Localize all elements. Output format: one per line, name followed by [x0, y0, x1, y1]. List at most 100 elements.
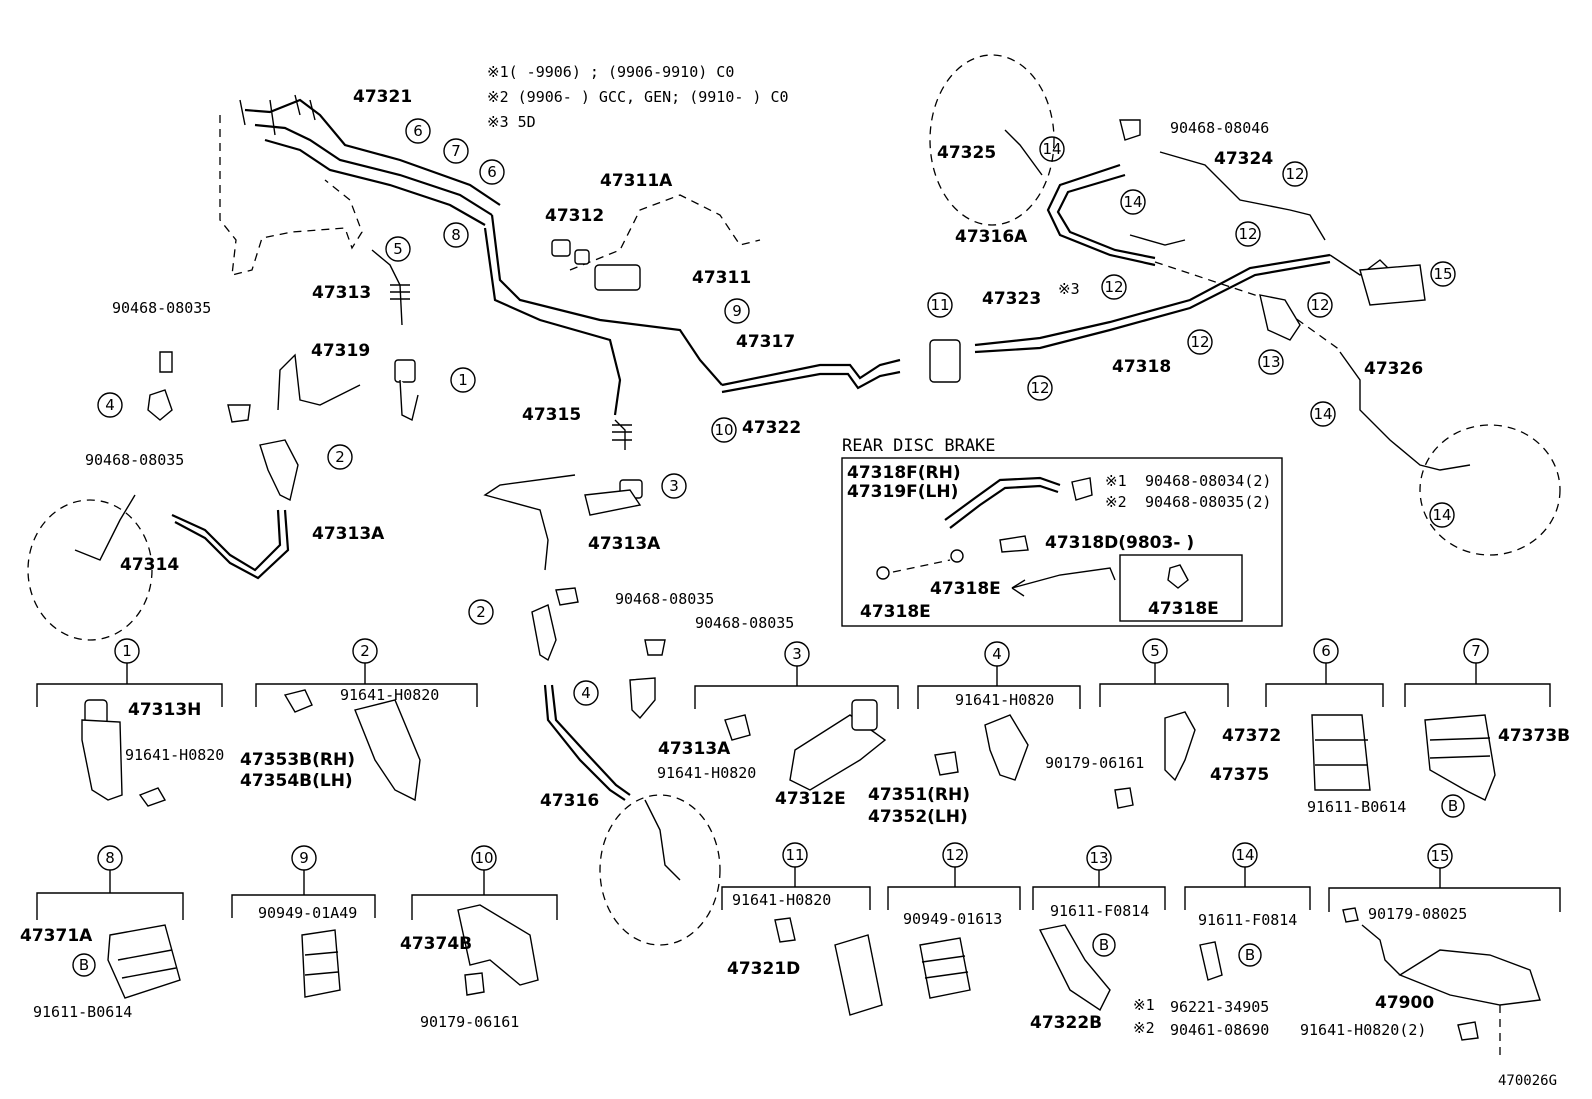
svg-text:7: 7: [1471, 642, 1481, 660]
label-47316: 47316: [540, 791, 599, 811]
callout-7: 7 47373B 91611-B0614 B: [1307, 638, 1570, 818]
callout-14-part-3: 90461-08690: [1170, 1021, 1269, 1039]
ref-circle-5: 5: [385, 236, 411, 262]
svg-text:8: 8: [451, 226, 461, 244]
label-47318: 47318: [1112, 357, 1171, 377]
label-47318E-c: 47318E: [1148, 599, 1219, 619]
callout-4-part-2: 47351(RH): [868, 785, 970, 805]
svg-text:6: 6: [413, 122, 423, 140]
rear-note2: ※2: [1105, 493, 1127, 511]
label-90468-08035-b: 90468-08035: [85, 451, 184, 469]
svg-text:6: 6: [487, 163, 497, 181]
callout-6-part-1: 47372: [1222, 726, 1281, 746]
svg-text:14: 14: [1432, 506, 1451, 524]
callout-15-part-3: 91641-H0820(2): [1300, 1021, 1426, 1039]
ref-circle-1: 1: [450, 367, 476, 393]
label-47318D: 47318D(9803- ): [1045, 533, 1194, 553]
svg-text:2: 2: [360, 642, 370, 660]
svg-text:4: 4: [105, 396, 115, 414]
rear-note1: ※1: [1105, 472, 1127, 490]
ref-circle-6a: 6: [405, 118, 431, 144]
label-47311A: 47311A: [600, 171, 673, 191]
svg-text:6: 6: [1321, 642, 1331, 660]
ref-circle-3: 3: [661, 473, 687, 499]
ref-circle-14b: 14: [1120, 189, 1146, 215]
callout-14: 14 91611-F0814 B ※1 96221-34905 ※2 90461…: [1133, 842, 1311, 1039]
label-47313A-a: 47313A: [312, 524, 385, 544]
ref-circle-4: 4: [97, 392, 123, 418]
ref-circle-11: 11: [927, 292, 953, 318]
svg-text:15: 15: [1433, 265, 1452, 283]
svg-text:12: 12: [1238, 225, 1257, 243]
ref-circle-10: 10: [711, 417, 737, 443]
callout-5-part-2: 47375: [1210, 765, 1269, 785]
label-47311: 47311: [692, 268, 751, 288]
ref-circle-12c: 12: [1101, 274, 1127, 300]
callout-5: 5 90179-06161 47375: [1045, 638, 1269, 809]
callout-1-part-2: 91641-H0820: [125, 746, 224, 764]
callout-3-part-2: 47312E: [775, 789, 846, 809]
svg-text:1: 1: [122, 642, 132, 660]
callout-13-part-1: 91611-F0814: [1050, 902, 1149, 920]
ref-circle-4b: 4: [573, 680, 599, 706]
ref-circle-2: 2: [327, 444, 353, 470]
callout-7-part-2: 91611-B0614: [1307, 798, 1406, 816]
label-47321: 47321: [353, 87, 412, 107]
callout-14-part-1: 91611-F0814: [1198, 911, 1297, 929]
svg-text:9: 9: [732, 302, 742, 320]
svg-text:11: 11: [930, 296, 949, 314]
svg-text:3: 3: [669, 477, 679, 495]
label-47319F: 47319F(LH): [847, 482, 958, 502]
label-47315: 47315: [522, 405, 581, 425]
label-note3: ※3: [1058, 280, 1080, 298]
callout-6: 6 47372: [1222, 638, 1384, 791]
label-47318F: 47318F(RH): [847, 463, 961, 483]
callout-12-part-1: 90949-01613: [903, 910, 1002, 928]
svg-text:15: 15: [1430, 847, 1449, 865]
svg-text:3: 3: [792, 645, 802, 663]
callout-13-part-2: 47322B: [1030, 1013, 1102, 1033]
callout-5-part-1: 90179-06161: [1045, 754, 1144, 772]
callout-8-part-2: 91611-B0614: [33, 1003, 132, 1021]
ref-circle-2b: 2: [468, 599, 494, 625]
label-47318E-b: 47318E: [860, 602, 931, 622]
svg-text:4: 4: [581, 684, 591, 702]
ref-circle-14d: 14: [1429, 502, 1455, 528]
rear-note1-part: 90468-08034(2): [1145, 472, 1271, 490]
callout-10: 10 47374B 90179-06161: [400, 845, 558, 1031]
label-47313: 47313: [312, 283, 371, 303]
callout-11-part-2: 47321D: [727, 959, 800, 979]
ref-circle-12e: 12: [1187, 329, 1213, 355]
label-90468-08046: 90468-08046: [1170, 119, 1269, 137]
svg-text:12: 12: [1285, 165, 1304, 183]
label-47322: 47322: [742, 418, 801, 438]
svg-text:5: 5: [393, 240, 403, 258]
label-47323: 47323: [982, 289, 1041, 309]
svg-text:13: 13: [1089, 849, 1108, 867]
label-47325: 47325: [937, 143, 996, 163]
callout-8: 8 47371A B 91611-B0614: [20, 845, 184, 1021]
callout-1-part-1: 47313H: [128, 700, 201, 720]
ref-circle-12a: 12: [1282, 161, 1308, 187]
callout-8-part-1: 47371A: [20, 926, 93, 946]
callout-15-part-1: 90179-08025: [1368, 905, 1467, 923]
callout-14-note-2: ※2: [1133, 1019, 1155, 1037]
callout-4: 4 91641-H0820 47351(RH) 47352(LH): [868, 641, 1081, 827]
svg-text:9: 9: [299, 849, 309, 867]
label-47313A-b: 47313A: [588, 534, 661, 554]
ref-circle-12d: 12: [1307, 292, 1333, 318]
label-47312: 47312: [545, 206, 604, 226]
ref-circle-13: 13: [1258, 349, 1284, 375]
callout-10-part-2: 90179-06161: [420, 1013, 519, 1031]
svg-text:10: 10: [714, 421, 733, 439]
diagram-code: 470026G: [1498, 1073, 1557, 1089]
svg-text:14: 14: [1042, 140, 1061, 158]
label-47314: 47314: [120, 555, 179, 575]
label-47316A: 47316A: [955, 227, 1028, 247]
tube-routing: [27, 54, 1561, 946]
svg-text:2: 2: [476, 603, 486, 621]
ref-circle-8: 8: [443, 222, 469, 248]
callout-3: 3 91641-H0820 47312E: [657, 641, 899, 809]
label-47319: 47319: [311, 341, 370, 361]
